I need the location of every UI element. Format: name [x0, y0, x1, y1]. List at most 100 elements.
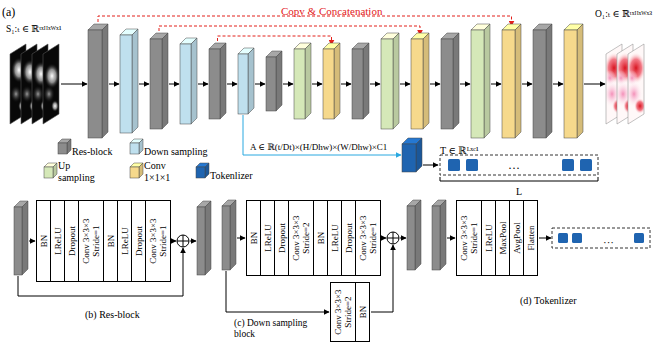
layer-box: Flatten [523, 200, 538, 276]
image-frame [43, 44, 60, 124]
legend-holder: Up sampling [58, 160, 100, 183]
layer-block [120, 29, 138, 133]
label-holder: (c) Down sampling block [234, 318, 326, 340]
layer-box: BN [313, 200, 328, 276]
label-holder: ··· [508, 158, 520, 176]
layer-box: Dropout [64, 200, 79, 282]
layer-box: LReLU [117, 200, 132, 282]
layer-label: MaxPool [497, 202, 507, 274]
arrow [423, 165, 438, 166]
layer-box: Conv 3×3×3 Stride=1 [456, 200, 482, 276]
layer-label: Dropout [276, 202, 286, 274]
arrow [400, 84, 410, 85]
network-blocks [88, 24, 583, 138]
layer-label: Dropout [133, 202, 143, 280]
label: L [516, 186, 522, 198]
label: ··· [603, 236, 614, 249]
layer-box: LReLU [50, 200, 65, 282]
layer-block [209, 43, 226, 119]
sum-symbol [177, 235, 189, 247]
feature-slab [222, 200, 236, 270]
legend-holder: Tokenlizer [210, 165, 253, 183]
token [466, 159, 478, 171]
layer-box: Conv 3×3×3 Stride=2 [288, 200, 314, 276]
layer-box: LReLU [260, 200, 275, 276]
layer-block [533, 24, 552, 138]
layer-block [323, 43, 340, 119]
label-holder: ··· [603, 232, 614, 250]
layer-box: Dropout [341, 200, 356, 276]
arrow [491, 84, 501, 85]
layer-box: BN [36, 200, 51, 282]
branch-line [243, 115, 401, 155]
layer-box: Conv 3×3×3 Stride=1 [145, 200, 171, 282]
label-holder: L [516, 181, 522, 199]
tokenizer-block [402, 138, 422, 172]
arrow [460, 84, 470, 85]
layer-block [180, 38, 197, 124]
arrow [29, 241, 35, 242]
layer-block [266, 51, 282, 111]
swatch-block [58, 139, 71, 154]
feature-slab [197, 201, 211, 275]
arrow [61, 84, 87, 85]
layer-label: LReLU [483, 202, 493, 274]
layer-box: Conv 3×3×3 Stride=2 [330, 282, 356, 342]
label: S₁:ₜ ∈ ℝᵗˣᴴˣᵂˣ¹ [6, 24, 62, 35]
layer-label: Conv 3×3×3 Stride=2 [333, 284, 353, 340]
layer-block [381, 33, 399, 129]
arrow [227, 84, 237, 85]
copy-line [218, 36, 332, 46]
arrow [198, 84, 208, 85]
arrow [539, 238, 551, 239]
arrow [139, 84, 149, 85]
sum-symbol [387, 232, 399, 244]
arrow [169, 84, 179, 85]
copy-line [159, 26, 420, 36]
arrow [382, 238, 386, 239]
legend-swatch [196, 163, 209, 178]
layer-box: Dropout [131, 200, 146, 282]
arrow [237, 238, 245, 239]
layer-box: Dropout [274, 200, 289, 276]
arrow [370, 84, 380, 85]
layer-block [441, 33, 459, 129]
layer-block [564, 24, 583, 138]
layer-box: BN [103, 200, 118, 282]
layer-label: Conv 3×3×3 Stride=1 [358, 202, 378, 274]
token [558, 233, 568, 243]
feature-slab [14, 201, 28, 275]
label-holder: (b) Res-block [85, 304, 140, 322]
layer-label: BN [105, 202, 115, 280]
label-holder: S₁:ₜ ∈ ℝᵗˣᴴˣᵂˣ¹ [6, 18, 62, 36]
arrow [430, 84, 440, 85]
layer-label: Conv 3×3×3 Stride=1 [81, 202, 101, 280]
label-holder: T ∈ ℝᴸˣᶜ¹ [440, 140, 479, 158]
layer-label: BN [357, 284, 367, 340]
legend-label: Up sampling [58, 160, 100, 183]
token [448, 159, 460, 171]
layer-block [150, 33, 168, 129]
token [562, 159, 574, 171]
layer-label: Dropout [66, 202, 76, 280]
arrow [522, 84, 532, 85]
label: T ∈ ℝᴸˣᶜ¹ [440, 145, 479, 157]
arrow [584, 84, 605, 85]
arrow [447, 238, 455, 239]
label-holder: A ∈ ℝ(t/Dt)×(H/Dhw)×(W/Dhw)×C1 [250, 142, 396, 152]
swatch-block [44, 163, 57, 178]
arrow [400, 238, 406, 239]
legend-holder: Down sampling [144, 141, 208, 159]
arrow [341, 84, 351, 85]
legend-label: Tokenlizer [210, 170, 253, 182]
layer-label: AvgPool [511, 202, 521, 274]
arrow [190, 241, 196, 242]
legend-swatch [44, 163, 57, 178]
layer-label: LReLU [262, 202, 272, 274]
token [572, 233, 582, 243]
layer-box: BN [246, 200, 261, 276]
arrow [172, 241, 176, 242]
layer-box: Conv 3×3×3 Stride=1 [355, 200, 381, 276]
layer-label: Conv 3×3×3 Stride=1 [459, 202, 479, 274]
